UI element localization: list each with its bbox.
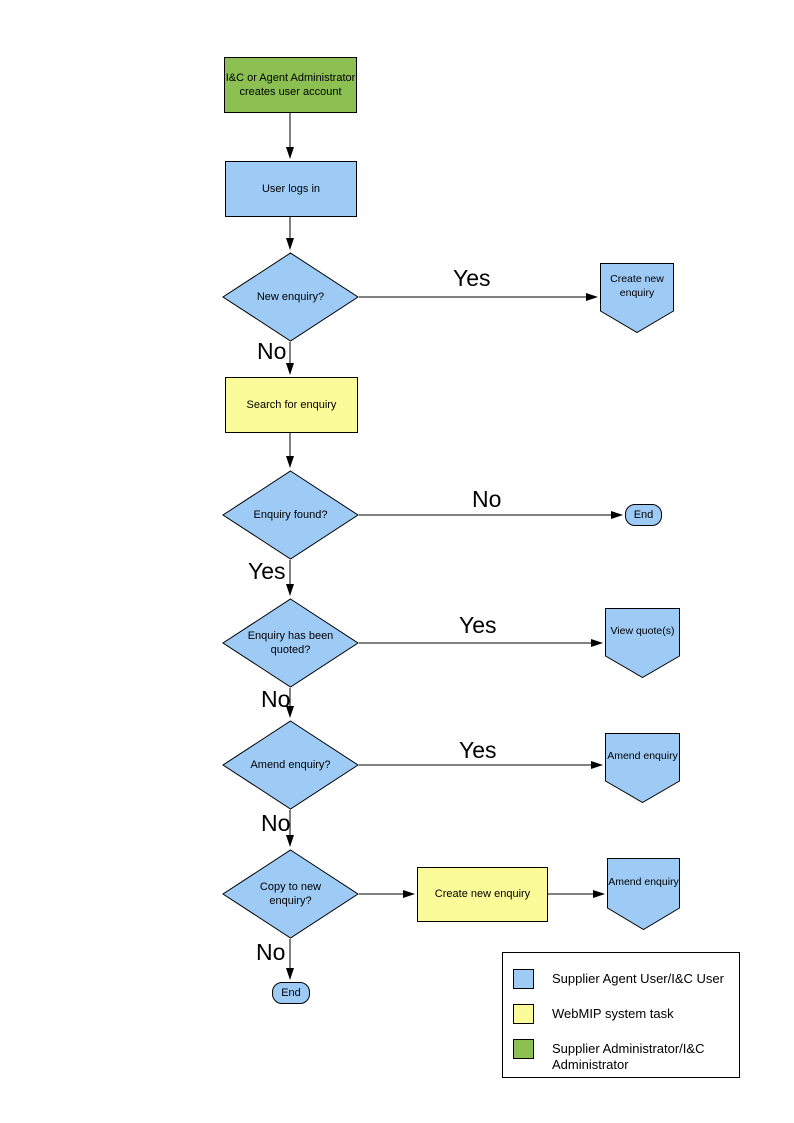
edge-label-amend-no: No	[261, 810, 291, 836]
decision-copy-to-new: Copy to new enquiry?	[222, 849, 359, 939]
edge-label-new-enquiry-no: No	[257, 338, 287, 364]
node-create-account: I&C or Agent Administrator creates user …	[224, 57, 357, 113]
edge-label-quoted-yes: Yes	[459, 612, 497, 638]
edge-label-amend-yes: Yes	[459, 737, 497, 763]
decision-new-enquiry: New enquiry?	[222, 252, 359, 342]
terminator-amend-enquiry-1: Amend enquiry	[605, 733, 680, 803]
legend-label-admin: Supplier Administrator/I&C Administrator	[552, 1041, 705, 1073]
decision-copy-to-new-label: Copy to new enquiry?	[259, 880, 322, 907]
terminator-view-quotes-label: View quote(s)	[610, 625, 675, 638]
edge-label-enquiry-found-no: No	[472, 486, 502, 512]
legend-swatch-system	[513, 1004, 534, 1024]
end-node-right-label: End	[633, 509, 654, 521]
terminator-create-new-enquiry: Create new enquiry	[600, 263, 674, 333]
diamond-shape	[222, 849, 359, 939]
node-search-for-enquiry-label: Search for enquiry	[246, 398, 337, 411]
decision-amend-enquiry-label: Amend enquiry?	[250, 758, 331, 771]
decision-new-enquiry-label: New enquiry?	[256, 290, 325, 303]
legend-swatch-admin	[513, 1039, 534, 1059]
terminator-amend-enquiry-2-label: Amend enquiry	[608, 876, 679, 889]
end-node-bottom: End	[272, 982, 310, 1004]
diamond-shape	[222, 720, 359, 810]
terminator-view-quotes: View quote(s)	[605, 608, 680, 678]
edge-label-new-enquiry-yes: Yes	[453, 265, 491, 291]
legend-label-user: Supplier Agent User/I&C User	[552, 971, 724, 986]
end-node-right: End	[625, 504, 662, 526]
legend-row-admin: Supplier Administrator/I&C Administrator	[513, 1039, 732, 1074]
decision-enquiry-found: Enquiry found?	[222, 470, 359, 560]
terminator-create-new-enquiry-label: Create new enquiry	[610, 273, 664, 299]
diamond-shape	[222, 470, 359, 560]
node-create-new-enquiry-task-label: Create new enquiry	[434, 888, 531, 901]
node-search-for-enquiry: Search for enquiry	[225, 377, 358, 433]
legend-swatch-user	[513, 969, 534, 989]
legend-row-system: WebMIP system task	[513, 1004, 732, 1024]
terminator-amend-enquiry-2: Amend enquiry	[607, 858, 680, 930]
diamond-shape	[222, 252, 359, 342]
decision-amend-enquiry: Amend enquiry?	[222, 720, 359, 810]
pentagon-shape	[605, 608, 680, 678]
decision-enquiry-quoted-label: Enquiry has been quoted?	[247, 629, 334, 656]
legend: Supplier Agent User/I&C User WebMIP syst…	[502, 952, 740, 1078]
node-user-logs-in-label: User logs in	[261, 182, 321, 195]
node-create-new-enquiry-task: Create new enquiry	[417, 867, 548, 922]
pentagon-shape	[600, 263, 674, 333]
legend-label-system: WebMIP system task	[552, 1006, 674, 1021]
decision-enquiry-quoted: Enquiry has been quoted?	[222, 598, 359, 688]
end-node-bottom-label: End	[281, 987, 301, 999]
node-user-logs-in: User logs in	[225, 161, 357, 217]
terminator-amend-enquiry-1-label: Amend enquiry	[607, 750, 678, 763]
diamond-shape	[222, 598, 359, 688]
edge-label-copy-no: No	[256, 939, 286, 965]
node-create-account-label: I&C or Agent Administrator creates user …	[225, 71, 356, 98]
decision-enquiry-found-label: Enquiry found?	[253, 508, 328, 521]
pentagon-shape	[605, 733, 680, 803]
pentagon-shape	[607, 858, 680, 930]
edge-label-enquiry-found-yes: Yes	[248, 558, 286, 584]
edge-label-quoted-no: No	[261, 686, 291, 712]
legend-row-user: Supplier Agent User/I&C User	[513, 969, 732, 989]
